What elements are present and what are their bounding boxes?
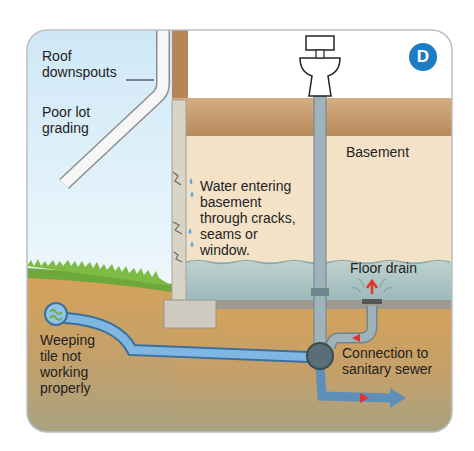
sewer-flow-arrow [390, 388, 406, 408]
callout-label: Roof downspouts [42, 48, 126, 80]
backflow-arrow [352, 334, 360, 342]
sky [27, 30, 172, 290]
callout-label: Water entering basement through cracks, … [200, 178, 310, 258]
sewer-connection [307, 343, 333, 369]
leader-line [126, 79, 154, 80]
floor-drain-grate [362, 299, 382, 304]
weeping-tile-end [45, 303, 67, 325]
drain-stack [314, 96, 326, 346]
callout-label: Floor drain [350, 260, 440, 276]
callout-label: Weeping tile not working properly [40, 332, 112, 396]
weeping-tile-pipe [66, 318, 308, 357]
badge-fill [409, 43, 437, 71]
panel-border [27, 30, 452, 432]
drain-trap [330, 306, 372, 348]
house-wall [172, 30, 188, 100]
callout-label: Poor lot grading [42, 104, 104, 136]
foundation-wall [172, 100, 186, 302]
main-floor [172, 98, 452, 136]
badge-letter: D [417, 47, 429, 67]
callout-label: Basement [346, 144, 436, 160]
backflow-arrow [367, 281, 377, 294]
callout-label: Connection to sanitary sewer [342, 345, 442, 377]
toilet [306, 36, 334, 50]
badge-circle: D [408, 42, 438, 72]
footing [164, 300, 216, 328]
scene [27, 30, 452, 432]
wall-cracks [173, 172, 182, 262]
water-drops [189, 178, 194, 247]
